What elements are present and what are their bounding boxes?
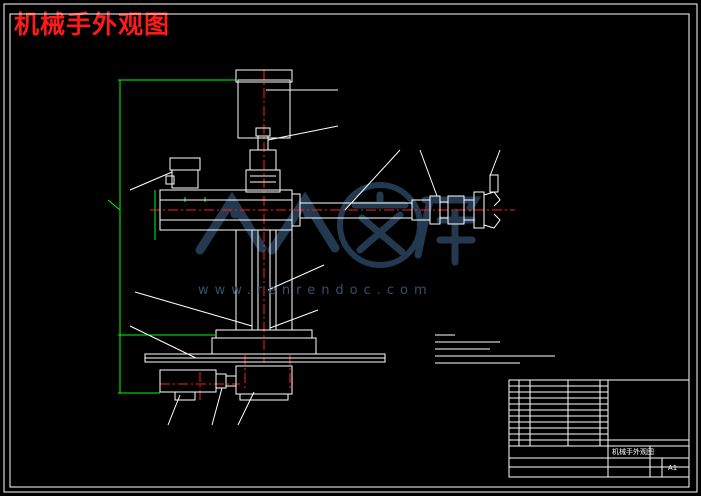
machine-outline bbox=[129, 69, 501, 426]
page-title: 机械手外观图 bbox=[14, 10, 171, 39]
outer-frame bbox=[3, 3, 698, 493]
title-block-drawing-name: 机械手外观图 bbox=[612, 448, 654, 456]
title-block-sheet-size: A1 bbox=[668, 464, 678, 472]
technical-notes bbox=[435, 334, 555, 364]
watermark-url: www.renrendoc.com bbox=[198, 283, 433, 298]
inner-frame bbox=[9, 13, 690, 488]
center-lines bbox=[150, 70, 515, 400]
title-block bbox=[508, 379, 690, 478]
watermark-logo bbox=[195, 182, 482, 268]
